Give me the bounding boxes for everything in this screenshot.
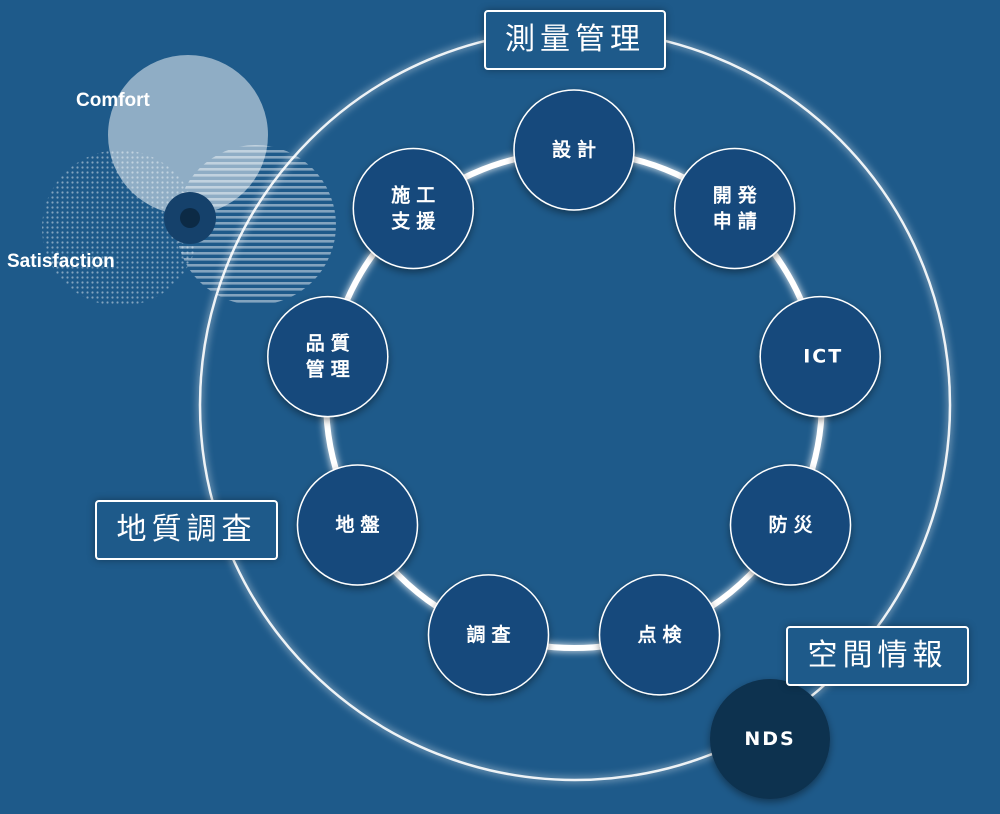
node-ict-circle xyxy=(759,295,881,418)
node-quality-control-circle xyxy=(267,295,389,418)
node-dev-application-label: 申請 xyxy=(713,209,763,232)
node-ground-circle xyxy=(296,464,419,586)
node-inspection-circle xyxy=(598,574,721,696)
nds-circle xyxy=(710,679,830,799)
node-quality-control-label: 品質 xyxy=(306,332,356,355)
label-survey-management: 測量管理 xyxy=(484,10,666,70)
venn-diagram: Comfort Satisfaction xyxy=(7,55,336,306)
nds-label: NDS xyxy=(744,728,795,750)
venn-comfort-label: Comfort xyxy=(76,90,151,111)
node-dev-application-label: 開発 xyxy=(713,183,763,206)
label-geological-survey: 地質調査 xyxy=(95,500,278,560)
node-inspection[interactable]: 点検 xyxy=(598,574,721,696)
venn-center-core xyxy=(180,208,200,228)
node-design-circle xyxy=(513,89,635,211)
node-construction-support-label: 支援 xyxy=(390,209,441,232)
nds-node[interactable]: NDS xyxy=(710,679,830,799)
node-construction-support-label: 施工 xyxy=(391,183,441,206)
node-ground-label: 地盤 xyxy=(335,513,385,536)
node-investigation[interactable]: 調査 xyxy=(427,574,550,696)
venn-satisfaction-label: Satisfaction xyxy=(7,251,115,272)
node-dev-application-circle xyxy=(673,147,796,270)
node-disaster-prevention-label: 防災 xyxy=(768,513,818,536)
node-inspection-label: 点検 xyxy=(637,623,687,646)
node-investigation-label: 調査 xyxy=(466,623,516,646)
node-ground[interactable]: 地盤 xyxy=(296,464,419,586)
node-ict-label: ICT xyxy=(803,346,843,368)
venn-comfort-circle xyxy=(108,55,268,215)
node-disaster-prevention-circle xyxy=(729,464,852,586)
node-quality-control-label: 管理 xyxy=(306,358,356,381)
node-design[interactable]: 設計 xyxy=(513,89,635,211)
node-design-label: 設計 xyxy=(552,138,602,161)
node-construction-support-circle xyxy=(352,147,475,270)
node-ict[interactable]: ICT xyxy=(759,295,881,418)
node-disaster-prevention[interactable]: 防災 xyxy=(729,464,852,586)
node-investigation-circle xyxy=(427,574,550,696)
label-spatial-information: 空間情報 xyxy=(786,626,969,686)
